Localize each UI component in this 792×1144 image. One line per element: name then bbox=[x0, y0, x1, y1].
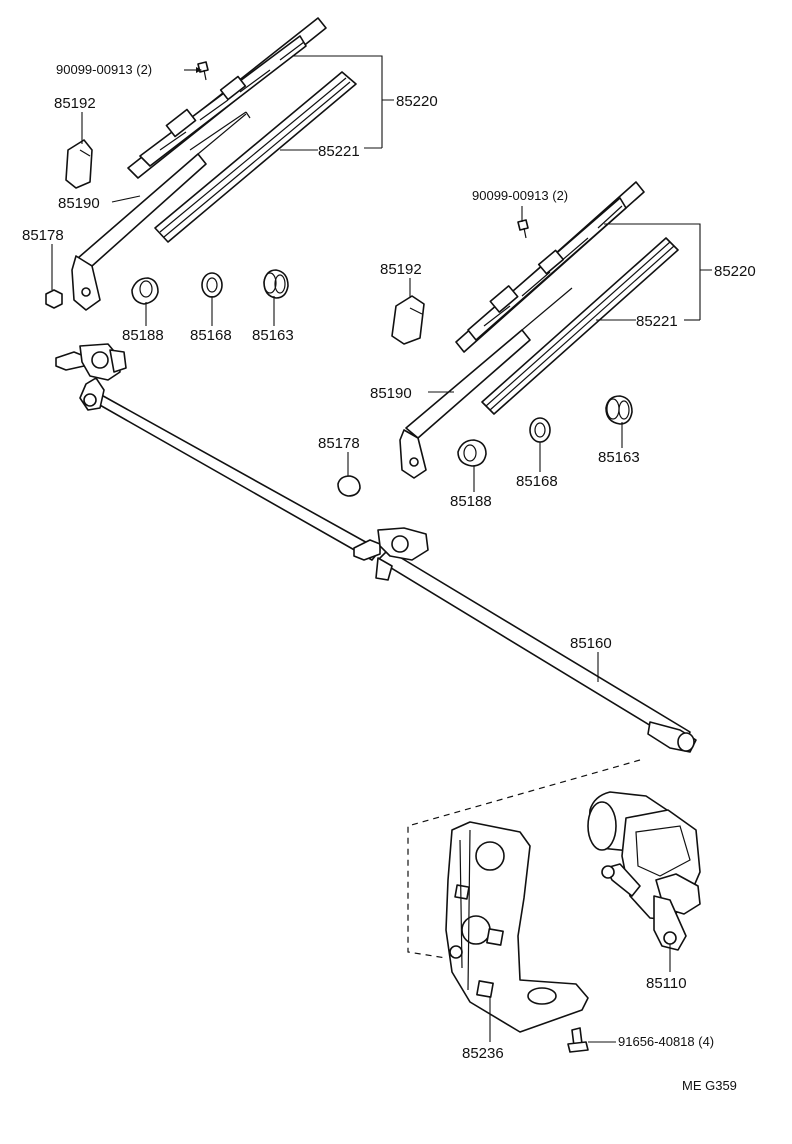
label-seal-right: 85188 bbox=[450, 493, 492, 510]
left-bushing bbox=[201, 272, 223, 298]
right-wiper-blade bbox=[455, 181, 645, 353]
left-wiper-arm bbox=[71, 113, 247, 311]
label-boot-right: 85163 bbox=[598, 449, 640, 466]
label-bolt: 91656-40818 (4) bbox=[618, 1034, 714, 1049]
motor-bracket bbox=[445, 821, 589, 1033]
label-screw-right: 90099-00913 (2) bbox=[472, 188, 568, 203]
wiper-motor bbox=[587, 791, 701, 951]
part-labels: 90099-00913 (2) 85192 85220 85221 85190 … bbox=[22, 62, 756, 1093]
label-screw-left: 90099-00913 (2) bbox=[56, 62, 152, 77]
right-seal bbox=[457, 439, 487, 467]
left-boot bbox=[263, 269, 289, 299]
left-cap bbox=[65, 139, 93, 189]
relation-dashed-line bbox=[407, 759, 641, 959]
label-blade-insert-right: 85221 bbox=[636, 313, 678, 330]
label-motor: 85110 bbox=[646, 975, 687, 992]
label-bracket: 85236 bbox=[462, 1045, 504, 1062]
label-boot-left: 85163 bbox=[252, 327, 294, 344]
left-nut bbox=[45, 289, 63, 309]
right-cap bbox=[391, 295, 425, 345]
label-blade-assy-left: 85220 bbox=[396, 93, 438, 110]
label-arm-left: 85190 bbox=[58, 195, 100, 212]
right-blade-insert bbox=[481, 237, 679, 415]
label-arm-right: 85190 bbox=[370, 385, 412, 402]
right-boot bbox=[605, 395, 633, 425]
label-bushing-right: 85168 bbox=[516, 473, 558, 490]
leader-lines bbox=[51, 55, 712, 1043]
label-cap-left: 85192 bbox=[54, 95, 96, 112]
label-cap-right: 85192 bbox=[380, 261, 422, 278]
label-blade-assy-right: 85220 bbox=[714, 263, 756, 280]
left-seal bbox=[131, 277, 159, 305]
label-nut-left: 85178 bbox=[22, 227, 64, 244]
right-bushing bbox=[529, 417, 551, 443]
label-seal-left: 85188 bbox=[122, 327, 164, 344]
label-bushing-left: 85168 bbox=[190, 327, 232, 344]
label-nut-right: 85178 bbox=[318, 435, 360, 452]
label-link-assy: 85160 bbox=[570, 635, 612, 652]
left-blade-insert bbox=[154, 71, 357, 243]
right-nut bbox=[337, 475, 361, 497]
left-wiper-blade bbox=[127, 17, 327, 179]
label-blade-insert-left: 85221 bbox=[318, 143, 360, 160]
bolt bbox=[567, 1027, 589, 1053]
wiper-linkage bbox=[55, 343, 697, 753]
right-wiper-arm bbox=[399, 287, 573, 479]
right-screw bbox=[517, 219, 529, 239]
diagram-code: ME G359 bbox=[682, 1078, 737, 1093]
